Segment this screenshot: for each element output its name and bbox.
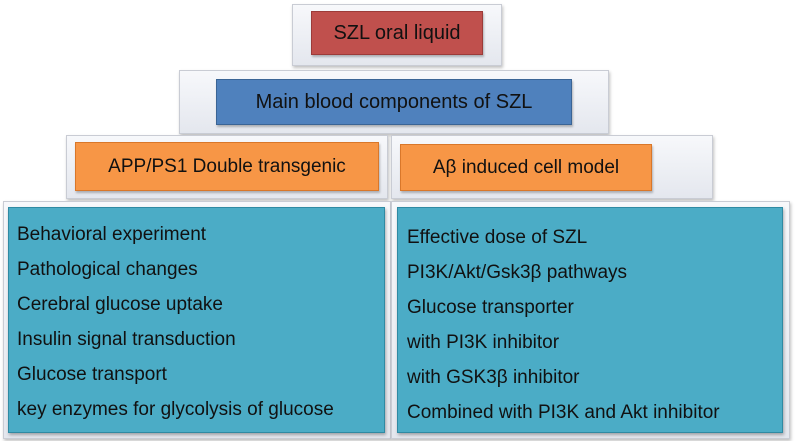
in-vitro-list-box: Effective dose of SZL PI3K/Akt/Gsk3β pat… [397,207,783,433]
list-item: Cerebral glucose uptake [17,294,223,315]
app-ps1-header-label: APP/PS1 Double transgenic [108,155,346,177]
list-item: Behavioral experiment [17,224,207,245]
list-item: Pathological changes [17,259,198,280]
list-item: PI3K/Akt/Gsk3β pathways [407,262,628,283]
main-blood-components-label: Main blood components of SZL [255,90,533,113]
list-item: with PI3K inhibitor [407,332,560,353]
list-item: Effective dose of SZL [407,227,588,248]
szl-oral-liquid-box: SZL oral liquid [311,11,483,55]
list-item: Insulin signal transduction [17,329,236,350]
in-vivo-list-box: Behavioral experiment Pathological chang… [8,207,385,433]
main-blood-components-box: Main blood components of SZL [216,79,572,125]
list-item: with GSK3β inhibitor [407,367,580,388]
in-vivo-list: Behavioral experiment Pathological chang… [17,217,384,427]
list-item: key enzymes for glycolysis of glucose [17,399,334,420]
app-ps1-header-box: APP/PS1 Double transgenic [75,142,379,191]
list-item: Glucose transporter [407,297,574,318]
list-item: Glucose transport [17,364,167,385]
szl-oral-liquid-label: SZL oral liquid [333,21,461,44]
abeta-cell-model-header-label: Aβ induced cell model [432,156,620,178]
abeta-cell-model-header-box: Aβ induced cell model [400,144,652,191]
list-item: Combined with PI3K and Akt inhibitor [407,402,720,423]
in-vitro-list: Effective dose of SZL PI3K/Akt/Gsk3β pat… [407,220,782,430]
